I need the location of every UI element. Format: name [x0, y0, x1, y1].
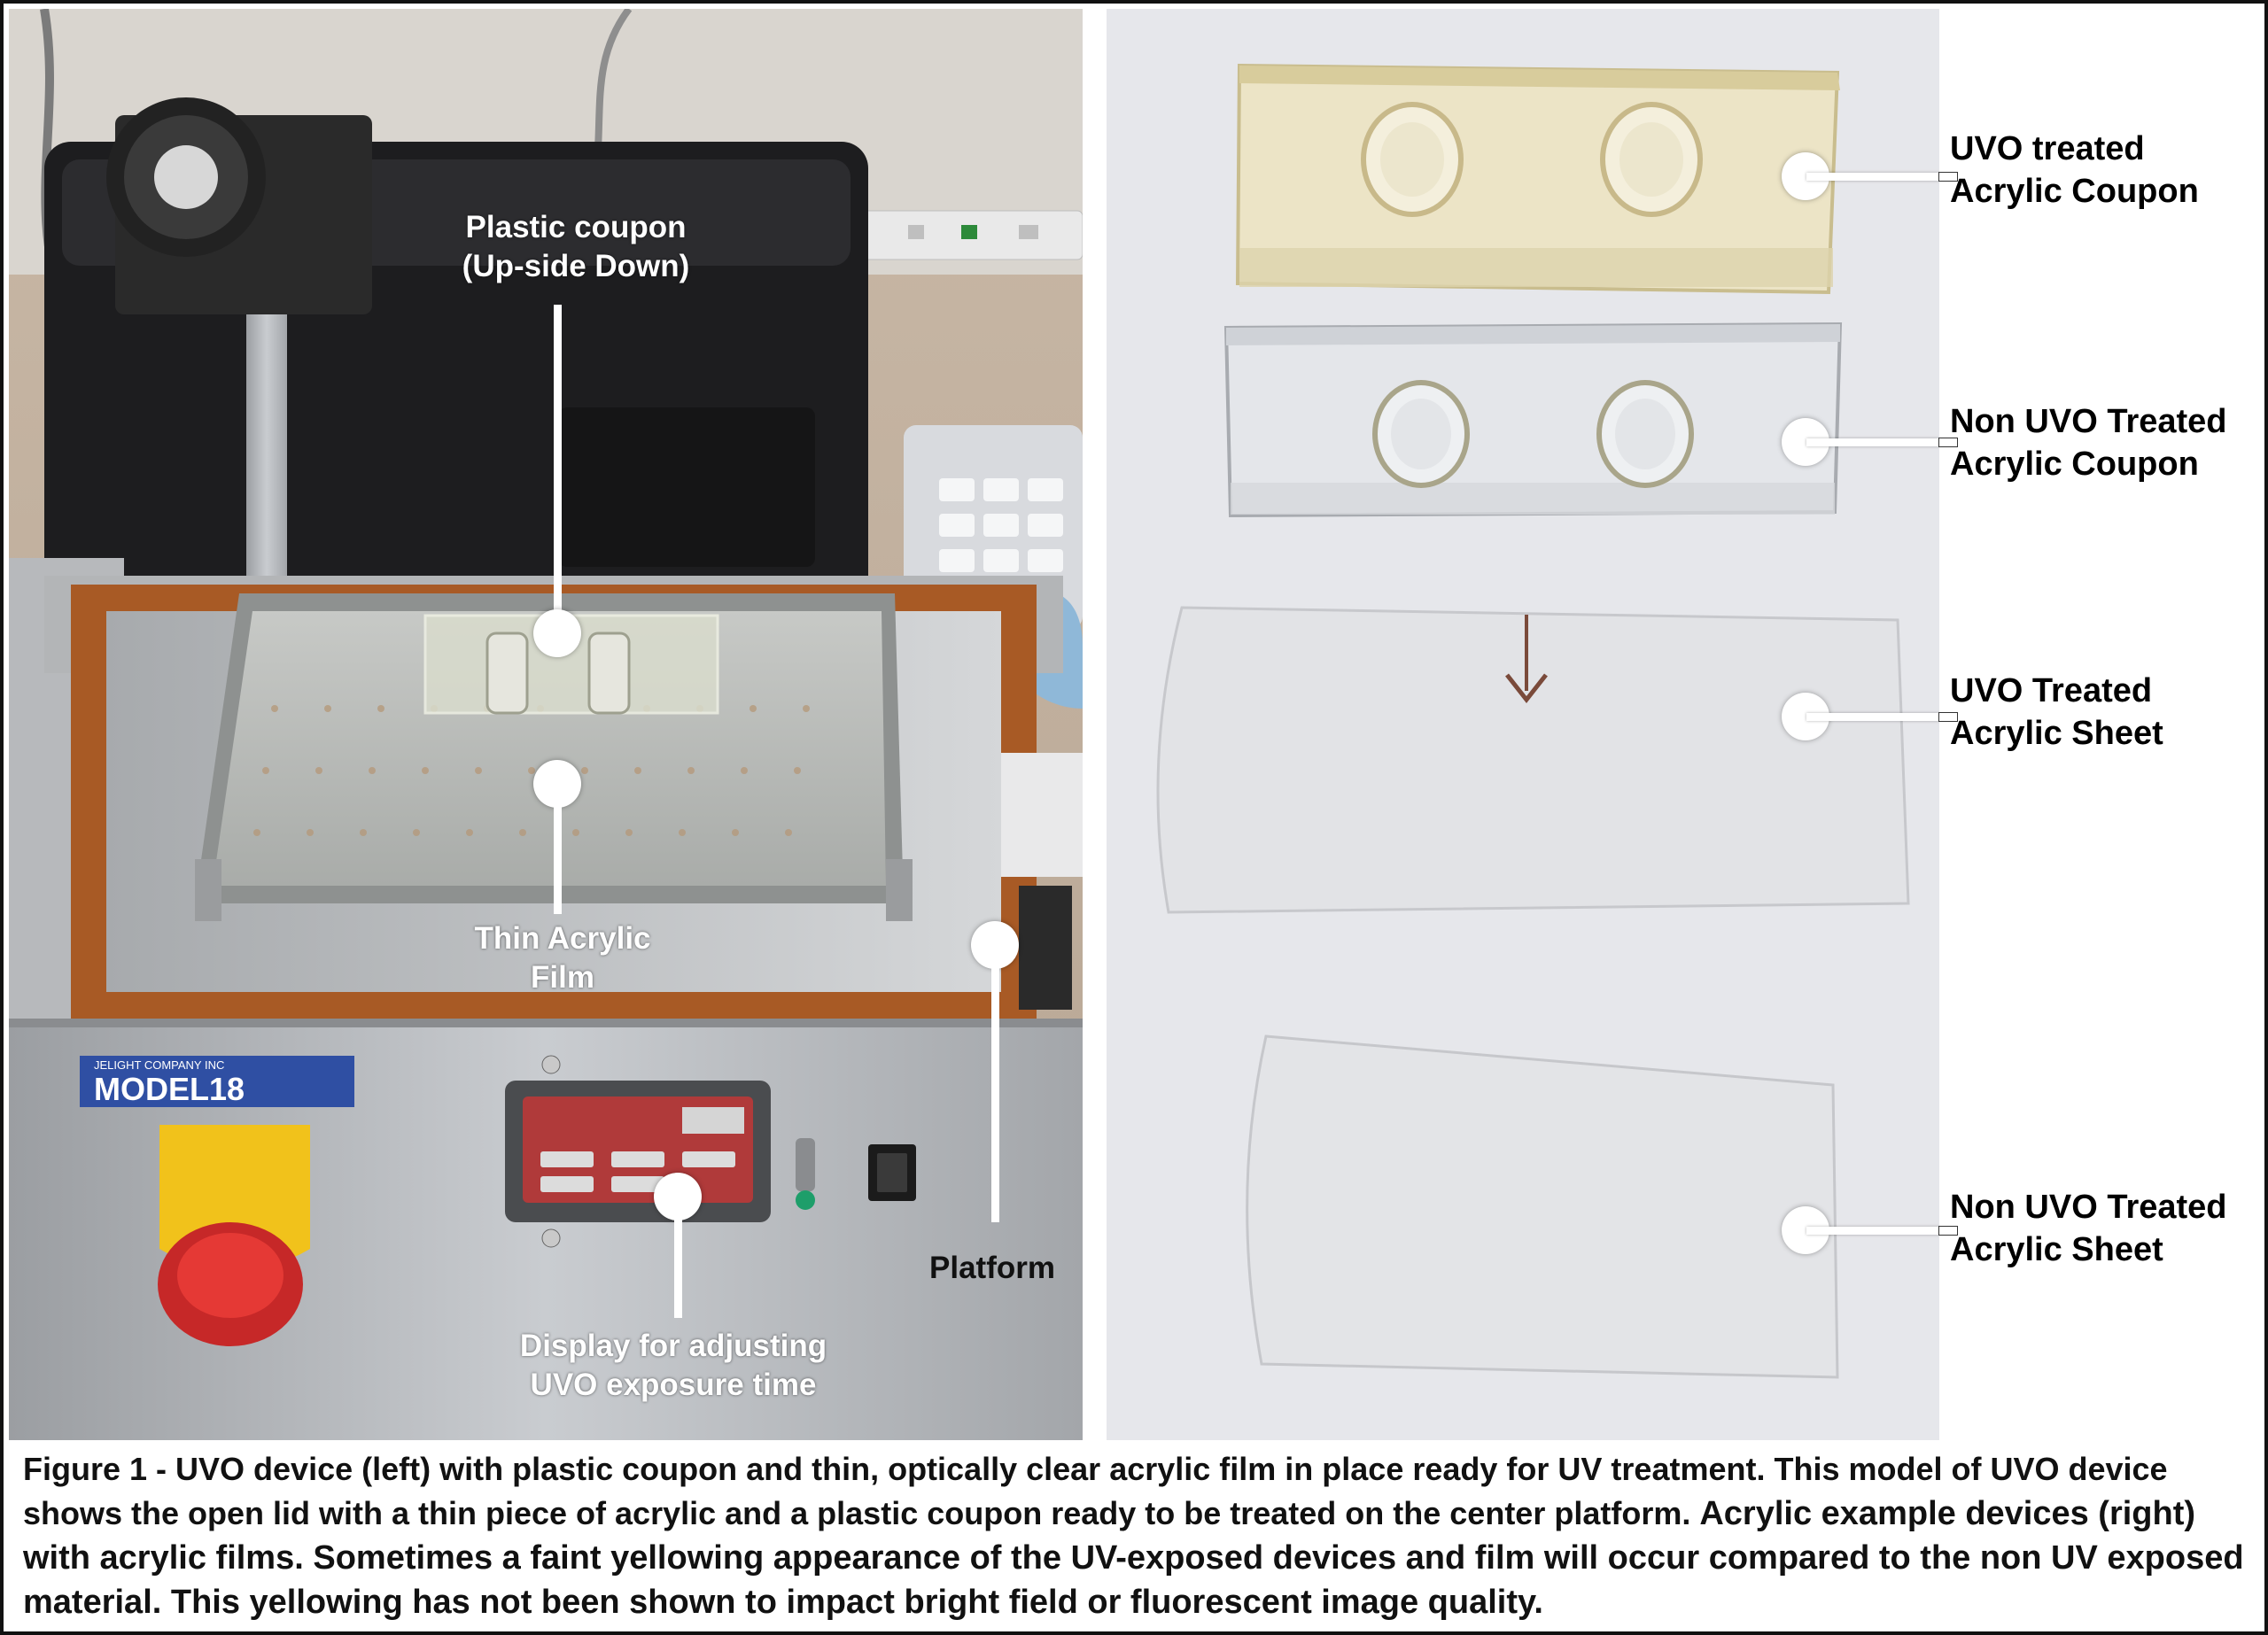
- uvo-sheet-label-line1: UVO Treated: [1950, 672, 2153, 709]
- uvo-sheet-leader-ext: [1939, 713, 1957, 721]
- uvo-sheet-label-line2: Acrylic Sheet: [1950, 715, 2163, 752]
- display-leader-line: [674, 1194, 682, 1318]
- plastic-coupon-leader-line: [554, 305, 562, 632]
- thin-film-label-line1: Thin Acrylic: [474, 921, 651, 956]
- non-uvo-sheet-label: Non UVO Treated Acrylic Sheet: [1950, 1186, 2227, 1271]
- non-uvo-coupon-label-line2: Acrylic Coupon: [1950, 446, 2199, 483]
- uvo-coupon-label-line1: UVO treated: [1950, 130, 2145, 167]
- plastic-coupon-callout-text: Plastic coupon (Up-side Down): [390, 208, 762, 286]
- uvo-coupon-label: UVO treated Acrylic Coupon: [1950, 128, 2199, 213]
- uvo-device-photo: JELIGHT COMPANY INC MODEL18: [9, 9, 1083, 1440]
- thin-film-callout-text: Thin Acrylic Film: [363, 919, 762, 997]
- thin-film-label-line2: Film: [531, 960, 594, 995]
- platform-leader-line: [991, 943, 999, 1222]
- non-uvo-coupon-label: Non UVO Treated Acrylic Coupon: [1950, 400, 2227, 485]
- non-uvo-sheet-leader-ext: [1939, 1227, 1957, 1235]
- uvo-sheet-leader-line: [1806, 713, 1939, 721]
- acrylic-samples-photo: [1107, 9, 1939, 1440]
- plastic-coupon-marker: [533, 609, 581, 657]
- figure-caption: Figure 1 - UVO device (left) with plasti…: [23, 1447, 2256, 1624]
- uvo-coupon-leader-ext: [1939, 173, 1957, 181]
- thin-film-leader-line: [554, 781, 562, 914]
- figure-caption-part2: Acrylic example devices (right) with acr…: [23, 1495, 2244, 1621]
- uvo-device-illustration: JELIGHT COMPANY INC MODEL18: [9, 9, 1083, 1440]
- plastic-coupon-label-line2: (Up-side Down): [462, 249, 690, 283]
- uvo-coupon-leader-line: [1806, 173, 1939, 181]
- non-uvo-coupon-leader-ext: [1939, 438, 1957, 446]
- figure-caption-part1: Figure 1 - UVO device (left) with plasti…: [23, 1451, 2168, 1531]
- uvo-sheet-label: UVO Treated Acrylic Sheet: [1950, 670, 2163, 755]
- display-callout-text: Display for adjusting UVO exposure time: [425, 1327, 921, 1405]
- display-label-line1: Display for adjusting: [519, 1329, 827, 1363]
- non-uvo-sheet-label-line2: Acrylic Sheet: [1950, 1231, 2163, 1268]
- platform-callout-text: Platform: [929, 1251, 1055, 1285]
- non-uvo-sheet-leader-line: [1806, 1227, 1939, 1235]
- non-uvo-sheet-label-line1: Non UVO Treated: [1950, 1189, 2227, 1226]
- brand-text: JELIGHT COMPANY INC: [94, 1058, 224, 1072]
- plastic-coupon-label-line1: Plastic coupon: [465, 210, 687, 244]
- acrylic-samples-illustration: [1107, 9, 1939, 1440]
- model-text: MODEL18: [94, 1071, 245, 1107]
- non-uvo-coupon-label-line1: Non UVO Treated: [1950, 403, 2227, 440]
- non-uvo-coupon-leader-line: [1806, 438, 1939, 446]
- display-label-line2: UVO exposure time: [530, 1368, 817, 1402]
- uvo-coupon-label-line2: Acrylic Coupon: [1950, 173, 2199, 210]
